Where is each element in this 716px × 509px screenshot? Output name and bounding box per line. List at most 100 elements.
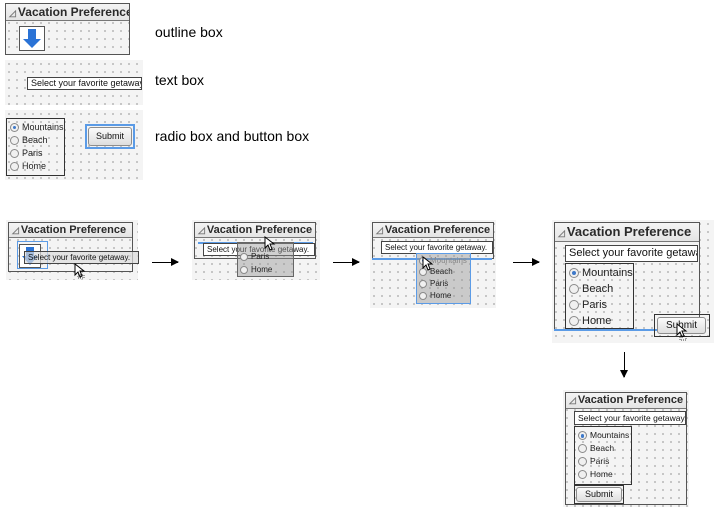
radio-option-paris[interactable]: Paris <box>578 456 610 467</box>
outline-title: Vacation Preference <box>384 224 491 236</box>
drag-pointer-icon <box>264 236 276 251</box>
radio-box: Mountains Beach Paris Home <box>574 426 632 485</box>
radio-label: Mountains <box>590 430 630 440</box>
radio-option-beach[interactable]: Beach <box>10 135 48 146</box>
radio-option-mountains[interactable]: Mountains <box>569 267 633 279</box>
step-2-panel: ◿Vacation Preference Select your favorit… <box>192 220 320 280</box>
radio-option-home[interactable]: Home <box>419 291 451 300</box>
radio-unchecked-icon[interactable] <box>419 291 427 300</box>
arrow-right-1 <box>152 258 179 266</box>
outline-header[interactable]: ◿Vacation Preference <box>195 223 315 238</box>
outline-header[interactable]: ◿Vacation Preference <box>555 223 699 242</box>
radio-unchecked-icon[interactable] <box>10 162 19 172</box>
radio-box: Mountains Beach Paris Home <box>6 118 65 176</box>
submit-button[interactable]: Submit <box>576 487 622 502</box>
text-box: Select your favorite getaway. <box>565 245 698 262</box>
radio-unchecked-icon[interactable] <box>569 300 579 311</box>
drag-pointer-icon <box>422 256 434 271</box>
outline-title: Vacation Preference <box>566 224 692 239</box>
radio-label: Paris <box>251 252 270 261</box>
radio-unchecked-icon[interactable] <box>569 316 579 327</box>
radio-unchecked-icon[interactable] <box>240 252 248 261</box>
radio-label: Home <box>430 291 452 300</box>
text-box: Select your favorite getaway. <box>27 77 142 90</box>
outline-title: Vacation Preference <box>17 5 129 19</box>
radio-unchecked-icon[interactable] <box>419 279 427 288</box>
button-box <box>574 485 624 504</box>
radio-unchecked-icon[interactable] <box>569 284 579 295</box>
arrow-right-2 <box>333 258 360 266</box>
radio-label: Paris <box>582 299 608 311</box>
drag-pointer-icon <box>676 323 688 341</box>
radio-label: Beach <box>582 283 614 295</box>
radio-unchecked-icon[interactable] <box>578 457 587 467</box>
radio-option-beach[interactable]: Beach <box>578 443 615 454</box>
radio-unchecked-icon[interactable] <box>10 149 19 159</box>
radio-unchecked-icon[interactable] <box>578 470 587 480</box>
radio-option-beach[interactable]: Beach <box>569 283 613 295</box>
radio-unchecked-icon[interactable] <box>10 136 19 146</box>
step-1-panel: ◿Vacation Preference Select your favorit… <box>6 220 139 280</box>
collapse-triangle-icon[interactable]: ◿ <box>12 225 19 235</box>
radio-label: Mountains <box>430 256 467 265</box>
legend-outline-box: outline box <box>155 24 223 40</box>
arrow-down <box>620 352 628 378</box>
outline-box: ◿Vacation Preference Select your favorit… <box>372 222 494 259</box>
outline-header[interactable]: ◿Vacation Preference <box>6 4 129 21</box>
radio-label: Home <box>590 469 613 479</box>
panel-outline-sample: ◿Vacation Preference <box>5 3 130 55</box>
collapse-triangle-icon[interactable]: ◿ <box>569 395 576 405</box>
radio-option-home[interactable]: Home <box>569 315 611 327</box>
radio-checked-icon[interactable] <box>10 123 19 133</box>
outline-title: Vacation Preference <box>577 394 684 406</box>
outline-box: ◿Vacation Preference Select your favorit… <box>565 392 687 505</box>
radio-label: Beach <box>430 267 453 276</box>
panel-radio-sample: Mountains Beach Paris Home Submit <box>5 110 143 180</box>
radio-label: Beach <box>22 135 48 145</box>
radio-option-paris[interactable]: Paris <box>569 299 607 311</box>
button-box-selection <box>85 124 135 149</box>
panel-textbox-sample: Select your favorite getaway. <box>5 60 143 105</box>
radio-checked-icon[interactable] <box>578 431 587 441</box>
insertion-line <box>372 258 492 260</box>
outline-box: ◿Vacation Preference Select your favorit… <box>8 222 139 272</box>
radio-option-paris[interactable]: Paris <box>419 279 448 288</box>
outline-title: Vacation Preference <box>206 224 313 236</box>
insertion-line <box>554 329 706 331</box>
radio-label: Beach <box>590 443 615 453</box>
submit-button[interactable]: Submit <box>88 127 132 146</box>
legend-radio-button-box: radio box and button box <box>155 128 310 144</box>
collapse-triangle-icon[interactable]: ◿ <box>558 228 565 238</box>
outline-header[interactable]: ◿Vacation Preference <box>373 223 493 238</box>
collapse-triangle-icon[interactable]: ◿ <box>9 8 16 18</box>
radio-option-mountains[interactable]: Mountains <box>10 122 64 133</box>
outline-header[interactable]: ◿Vacation Preference <box>566 393 686 409</box>
radio-option-mountains[interactable]: Mountains <box>578 430 630 441</box>
radio-label: Mountains <box>22 122 64 132</box>
radio-label: Paris <box>430 279 449 288</box>
step-5-panel: ◿Vacation Preference Select your favorit… <box>563 390 689 507</box>
radio-unchecked-icon[interactable] <box>578 444 587 454</box>
text-box: Select your favorite getaway. <box>203 243 315 256</box>
step-4-panel: ◿Vacation Preference Select your favorit… <box>552 220 714 343</box>
outline-header[interactable]: ◿Vacation Preference <box>9 223 132 238</box>
radio-option-home[interactable]: Home <box>10 161 47 172</box>
down-arrow-icon <box>19 26 45 51</box>
radio-option-paris[interactable]: Paris <box>240 252 269 261</box>
radio-option-paris[interactable]: Paris <box>10 148 43 159</box>
radio-option-home[interactable]: Home <box>240 265 272 274</box>
drag-pointer-icon <box>74 263 86 279</box>
text-box: Select your favorite getaway. <box>574 411 686 425</box>
radio-option-home[interactable]: Home <box>578 469 613 480</box>
collapse-triangle-icon[interactable]: ◿ <box>376 225 383 235</box>
collapse-triangle-icon[interactable]: ◿ <box>198 225 205 235</box>
outline-box: ◿Vacation Preference Select your favorit… <box>554 222 700 331</box>
radio-unchecked-icon[interactable] <box>240 265 248 274</box>
outline-title: Vacation Preference <box>20 224 127 236</box>
radio-label: Paris <box>590 456 610 466</box>
radio-label: Home <box>582 315 612 327</box>
radio-label: Home <box>251 265 273 274</box>
radio-label: Home <box>22 161 47 171</box>
step-3-panel: ◿Vacation Preference Select your favorit… <box>370 220 496 308</box>
radio-checked-icon[interactable] <box>569 268 579 279</box>
